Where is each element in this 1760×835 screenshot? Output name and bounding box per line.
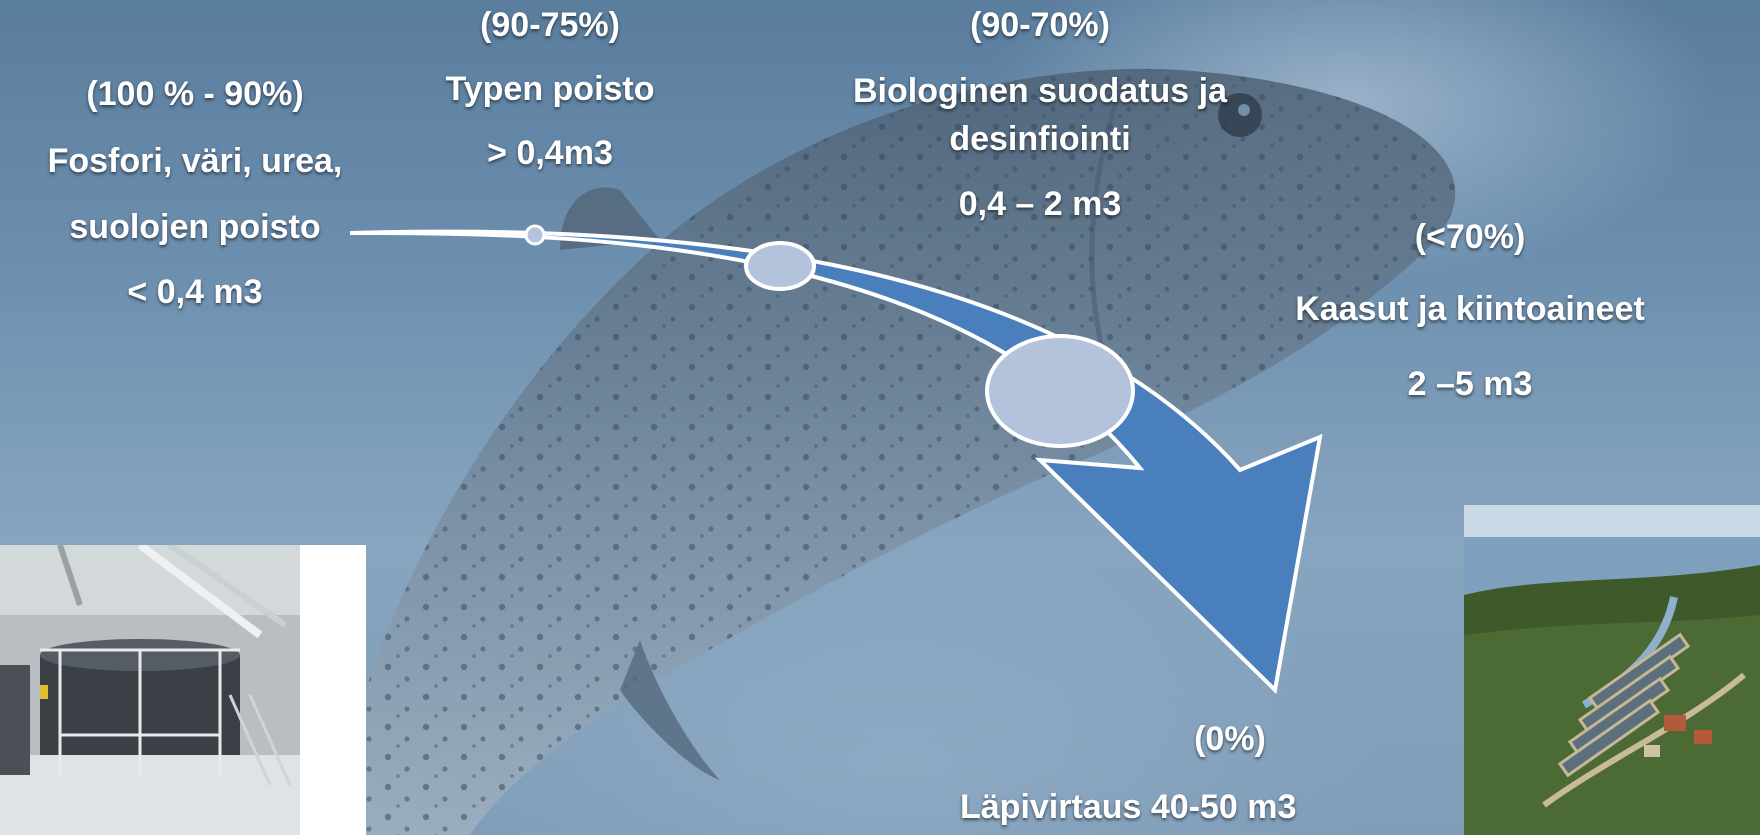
stage-2-volume: > 0,4m3 [420,134,680,173]
stage-2-percent: (90-75%) [420,6,680,45]
stage-2-title: Typen poisto [400,70,700,109]
stage-1-title-line2: suolojen poisto [20,208,370,247]
stage-3-volume: 0,4 – 2 m3 [900,185,1180,224]
stage-circle-large [987,336,1133,446]
indoor-tank-photo [0,545,366,835]
stage-1-percent: (100 % - 90%) [40,75,350,114]
stage-4-volume: 2 –5 m3 [1340,365,1600,404]
stage-1-title-line1: Fosfori, väri, urea, [0,142,390,181]
stage-5-title: Läpivirtaus 40-50 m3 [960,788,1480,827]
stage-circle-medium [746,243,814,289]
stage-3-title-line1: Biologinen suodatus ja [790,72,1290,111]
stage-circle-small [526,226,544,244]
stage-1-volume: < 0,4 m3 [70,273,320,312]
stage-3-title-line2: desinfiointi [880,120,1200,159]
stage-4-percent: (<70%) [1340,218,1600,257]
aerial-fish-farm-photo [1464,505,1760,835]
stage-4-title: Kaasut ja kiintoaineet [1210,290,1730,329]
stage-3-percent: (90-70%) [900,6,1180,45]
stage-5-percent: (0%) [1140,720,1320,759]
